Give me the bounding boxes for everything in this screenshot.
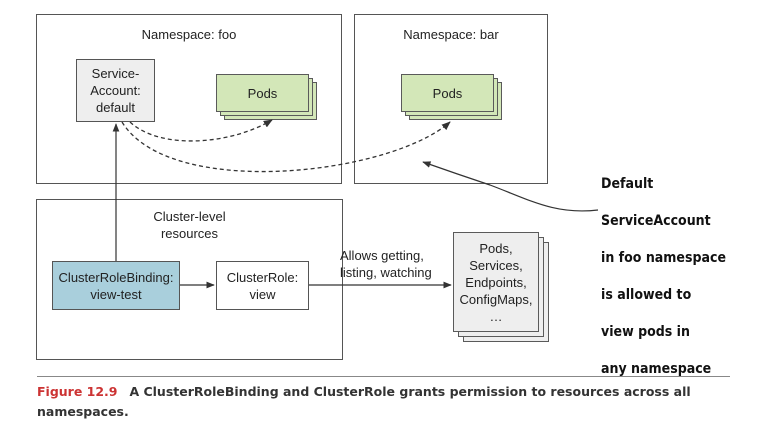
- namespace-bar-title: Namespace: bar: [403, 27, 499, 42]
- caption-text: A ClusterRoleBinding and ClusterRole gra…: [37, 384, 691, 419]
- cluster-role-binding-line-1: ClusterRoleBinding:: [58, 269, 174, 285]
- pods-foo-node: Pods: [216, 74, 309, 112]
- resources-line-1: Pods,: [479, 240, 513, 256]
- service-account-node: Service- Account: default: [76, 59, 155, 122]
- annotation-note: Default ServiceAccount in foo namespace …: [601, 156, 761, 397]
- cluster-role-binding-line-2: view-test: [90, 286, 142, 302]
- cluster-role-line-1: ClusterRole:: [226, 269, 299, 285]
- resources-line-4: ConfigMaps,: [459, 291, 533, 307]
- serviceaccount-to-pods-foo-dashed: [129, 119, 273, 142]
- note-line-3: in foo namespace: [601, 249, 726, 266]
- note-line-6: any namespace: [601, 360, 712, 377]
- allows-label: Allows getting, listing, watching: [340, 247, 452, 281]
- resources-node: Pods, Services, Endpoints, ConfigMaps, …: [453, 232, 539, 332]
- service-account-line-2: Account:: [90, 83, 141, 98]
- allows-line-2: listing, watching: [340, 265, 432, 280]
- cluster-level-label: Cluster-level resources: [36, 208, 343, 242]
- note-line-5: view pods in: [601, 323, 690, 340]
- namespace-bar-box: [354, 14, 548, 184]
- resources-line-2: Services,: [469, 257, 523, 273]
- note-line-1: Default: [601, 175, 654, 192]
- cluster-role-binding-node: ClusterRoleBinding: view-test: [52, 261, 180, 310]
- pods-bar-label: Pods: [432, 85, 463, 101]
- caption-rule: [37, 376, 730, 377]
- caption-figure-number: Figure 12.9: [37, 384, 118, 399]
- service-account-line-1: Service-: [91, 66, 140, 81]
- allows-line-1: Allows getting,: [340, 248, 424, 263]
- resources-line-3: Endpoints,: [465, 274, 527, 290]
- resources-line-5: …: [489, 308, 503, 324]
- pods-bar-node: Pods: [401, 74, 494, 112]
- cluster-level-line-1: Cluster-level: [153, 209, 226, 224]
- figure-caption: Figure 12.9 A ClusterRoleBinding and Clu…: [37, 382, 717, 422]
- namespace-foo-title: Namespace: foo: [141, 27, 237, 42]
- serviceaccount-to-pods-bar-dashed: [121, 121, 451, 173]
- cluster-role-node: ClusterRole: view: [216, 261, 309, 310]
- note-line-4: is allowed to: [601, 286, 692, 303]
- service-account-line-3: default: [95, 100, 136, 115]
- cluster-level-line-2: resources: [160, 226, 219, 241]
- pods-foo-label: Pods: [247, 85, 278, 101]
- note-line-2: ServiceAccount: [601, 212, 711, 229]
- cluster-role-line-2: view: [249, 286, 276, 302]
- note-pointer-arrow: [422, 161, 599, 212]
